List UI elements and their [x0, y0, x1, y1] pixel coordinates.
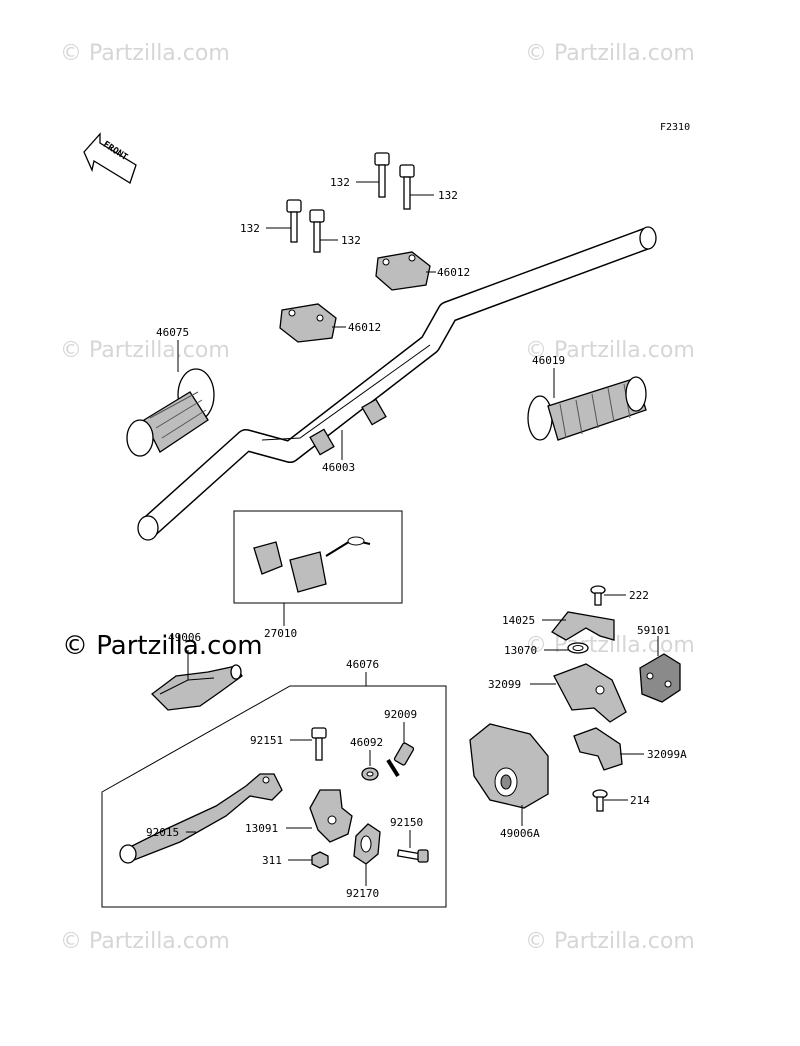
label-92151: 92151	[250, 734, 283, 747]
group-box-46076	[101, 685, 447, 908]
group-box-27010	[233, 510, 403, 604]
label-92150: 92150	[390, 816, 423, 829]
label-13070: 13070	[504, 644, 537, 657]
bolt-92150	[396, 849, 429, 863]
bolt-132-d	[309, 209, 325, 253]
watermark-bottom-right: © Partzilla.com	[525, 929, 695, 954]
clamp-46012-lower	[279, 303, 337, 343]
clamp-46012-upper	[375, 251, 431, 291]
label-32099: 32099	[488, 678, 521, 691]
label-92009: 92009	[384, 708, 417, 721]
figure-id: F2310	[660, 122, 690, 133]
label-46092: 92015	[146, 826, 179, 839]
label-92015: 46092	[350, 736, 383, 749]
label-132-c: 132	[240, 222, 260, 235]
bolt-132-b	[399, 164, 415, 210]
front-arrow-icon: FRONT	[83, 132, 137, 184]
label-49006: 49006	[168, 631, 201, 644]
watermark-mid-right: © Partzilla.com	[525, 338, 695, 363]
label-222: 222	[629, 589, 649, 602]
grip-46075	[126, 368, 215, 457]
bolt-132-c	[286, 199, 302, 243]
housing-59101	[639, 653, 681, 703]
bracket-13091	[309, 789, 353, 843]
clamp-92170	[353, 823, 381, 865]
cover-14025	[551, 611, 615, 641]
washer-13070	[567, 642, 589, 654]
screw-214	[592, 789, 608, 812]
watermark-top-right: © Partzilla.com	[525, 41, 695, 66]
label-46003: 46003	[322, 461, 355, 474]
screw-222	[590, 585, 606, 606]
label-311: 311	[262, 854, 282, 867]
watermark-main: © Partzilla.com	[62, 631, 263, 661]
label-46076: 46076	[346, 658, 379, 671]
bolt-92151	[311, 727, 327, 761]
watermark-mid-left: © Partzilla.com	[60, 338, 230, 363]
label-46019: 46019	[532, 354, 565, 367]
watermarks: © Partzilla.com © Partzilla.com © Partzi…	[60, 41, 695, 954]
label-132-d: 132	[341, 234, 361, 247]
label-46012-upper: 46012	[437, 266, 470, 279]
label-214: 214	[630, 794, 650, 807]
label-132-b: 132	[438, 189, 458, 202]
watermark-bottom-left: © Partzilla.com	[60, 929, 230, 954]
bolt-132-a	[374, 152, 390, 198]
label-32099A: 32099A	[647, 748, 687, 761]
label-13091: 13091	[245, 822, 278, 835]
throttle-housing-49006A	[469, 723, 549, 809]
label-132-a: 132	[330, 176, 350, 189]
cover-49006	[151, 664, 243, 711]
nut-311	[311, 851, 329, 869]
label-46012-lower: 46012	[348, 321, 381, 334]
nut-92015	[361, 767, 379, 781]
clamp-32099A	[573, 727, 623, 771]
label-27010: 27010	[264, 627, 297, 640]
label-46075: 46075	[156, 326, 189, 339]
handlebar-46003	[137, 226, 657, 541]
watermark-top-left: © Partzilla.com	[60, 41, 230, 66]
label-49006A: 49006A	[500, 827, 540, 840]
label-14025: 14025	[502, 614, 535, 627]
label-59101: 59101	[637, 624, 670, 637]
housing-32099	[553, 663, 627, 723]
label-92170: 92170	[346, 887, 379, 900]
switch-27010	[253, 536, 371, 593]
grip-46019	[527, 376, 647, 441]
adjuster-92009	[386, 742, 415, 778]
lever-46092	[119, 773, 283, 864]
